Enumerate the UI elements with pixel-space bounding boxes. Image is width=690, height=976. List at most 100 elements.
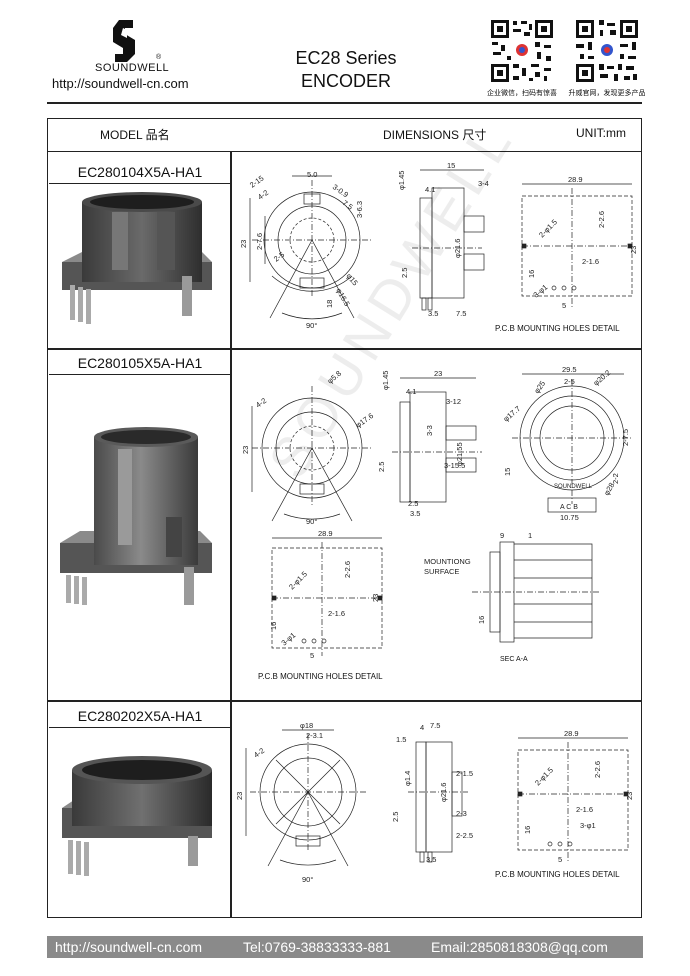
dim-label: 10.75	[560, 513, 579, 522]
dim-label: 4-2	[254, 396, 268, 410]
product-title: ENCODER	[300, 71, 391, 91]
pcb-caption: P.C.B MOUNTING HOLES DETAIL	[258, 672, 383, 681]
dim-label: 23	[235, 792, 244, 800]
dim-label: 9	[500, 531, 504, 540]
dim-label: φ1.4	[403, 771, 412, 786]
footer-email[interactable]: Email:2850818308@qq.com	[431, 939, 608, 955]
dim-label: 2-1.6	[328, 609, 345, 618]
dim-label: 3-φ1	[580, 821, 596, 830]
dim-label: 28.9	[564, 729, 579, 738]
footer-telephone: Tel:0769-38833333-881	[243, 939, 391, 955]
encoder-product-image	[60, 427, 212, 605]
dim-label: 3-6.3	[355, 201, 364, 218]
dim-label: 23	[239, 240, 248, 248]
row1-dimension-drawing: 5.0 2-15 4-2 3-0.9 7.5 3-6.3 23 2-7.6 2-…	[239, 161, 638, 330]
dim-label: 90°	[302, 875, 313, 884]
header-website[interactable]: http://soundwell-cn.com	[52, 76, 189, 91]
dim-label: 28.9	[318, 529, 333, 538]
dim-label: φ17.7	[502, 404, 523, 423]
dim-label: 28.9	[568, 175, 583, 184]
dim-label: 2-7.6	[255, 233, 264, 250]
dim-label: 2.5	[377, 462, 386, 472]
dim-label: 2-2.6	[597, 211, 606, 228]
dim-label: 3-3	[425, 425, 434, 436]
dim-label: 2-1.6	[582, 257, 599, 266]
dim-label: 23	[371, 594, 380, 602]
dim-label: 2-φ1.5	[533, 766, 555, 788]
pin-labels: A C B	[560, 504, 578, 511]
dim-label: 5.0	[307, 170, 317, 179]
dim-label: 15	[503, 468, 512, 476]
dim-label: 23	[629, 246, 638, 254]
dim-label: 16	[269, 622, 278, 630]
dim-label: φ18	[300, 721, 313, 730]
model-name: EC280104X5A-HA1	[49, 160, 231, 184]
qr-caption-wechat: 企业微信，扫码有惊喜	[487, 90, 557, 97]
qr-code-icon	[489, 18, 555, 84]
dim-label: 23	[241, 446, 250, 454]
brand-mark-label: SOUNDWELL	[554, 484, 593, 490]
brand-name: SOUNDWELL	[95, 62, 170, 74]
dim-label: 1	[528, 531, 532, 540]
dim-label: 2-φ1.5	[287, 570, 309, 592]
model-name: EC280105X5A-HA1	[49, 351, 231, 375]
dim-label: 2-15	[248, 174, 265, 190]
model-name: EC280202X5A-HA1	[49, 704, 231, 728]
dim-label: 2-3	[456, 809, 467, 818]
dim-label: 2-1.6	[576, 805, 593, 814]
dim-label: 3-4	[478, 179, 489, 188]
dim-label: 5	[558, 855, 562, 864]
footer-bar: http://soundwell-cn.com Tel:0769-3883333…	[47, 936, 643, 958]
row-divider	[47, 700, 642, 702]
dim-label: 16	[477, 616, 486, 624]
dim-label: φ1.45	[397, 171, 406, 190]
dim-label: φ21.6	[439, 783, 448, 802]
registered-mark: ®	[156, 54, 162, 61]
dim-label: φ1.45	[381, 371, 390, 390]
encoder-product-image	[62, 192, 212, 324]
dim-label: 5	[562, 301, 566, 310]
dim-label: 90°	[306, 517, 317, 526]
dim-label: 3.5	[428, 309, 438, 318]
footer-website[interactable]: http://soundwell-cn.com	[55, 939, 203, 955]
dim-label: 2-7.5	[621, 429, 630, 446]
dim-label: φ16.5	[334, 287, 352, 308]
dim-label: 3.5	[426, 855, 436, 864]
dim-label: 3-φ1	[280, 631, 298, 648]
dim-label: 4-2	[256, 188, 270, 202]
dim-label: φ20.2	[592, 368, 613, 387]
dim-label: 7.5	[430, 721, 440, 730]
row3-dimension-drawing: φ18 2-3.1 4-2 23 90° 1.5 4 7.5 φ1.4 2-1.…	[235, 721, 634, 884]
dim-label: 2.5	[391, 812, 400, 822]
dim-label: 3-15.5	[444, 461, 465, 470]
dim-label: 2.5	[408, 499, 418, 508]
dim-label: 5	[310, 651, 314, 660]
dim-label: 3-12	[446, 397, 461, 406]
series-title: EC28 Series	[295, 48, 397, 68]
dim-label: 2-3.1	[306, 731, 323, 740]
dim-label: 3.5	[410, 509, 420, 518]
dim-label: φ21.6	[453, 239, 462, 258]
dim-label: 2-5	[564, 377, 575, 386]
dim-label: φ17.6	[354, 411, 375, 430]
column-divider	[230, 152, 232, 918]
dim-label: φ5.8	[326, 369, 344, 386]
dim-label: 4-2	[252, 746, 266, 760]
dim-label: 3-φ1	[532, 283, 550, 300]
mounting-label: SURFACE	[424, 567, 459, 576]
dim-label: 18	[325, 300, 334, 308]
row-divider	[47, 348, 642, 350]
dim-label: 2-φ1.5	[537, 218, 559, 240]
row2-dimension-drawing: φ5.8 4-2 φ17.6 23 90° φ1.45 4.1 23 3-12 …	[241, 365, 632, 660]
dim-label: 16	[523, 826, 532, 834]
section-caption: SEC A-A	[500, 656, 528, 663]
dim-label: 2-2.6	[343, 561, 352, 578]
dim-label: 2-2.6	[593, 761, 602, 778]
dim-label: 16	[527, 270, 536, 278]
dim-label: 7.5	[456, 309, 466, 318]
encoder-product-image	[62, 756, 212, 876]
dim-label: 2.5	[400, 268, 409, 278]
dim-label: 4.1	[406, 387, 416, 396]
soundwell-logo-icon	[113, 20, 135, 62]
dim-label: 4.1	[425, 185, 435, 194]
